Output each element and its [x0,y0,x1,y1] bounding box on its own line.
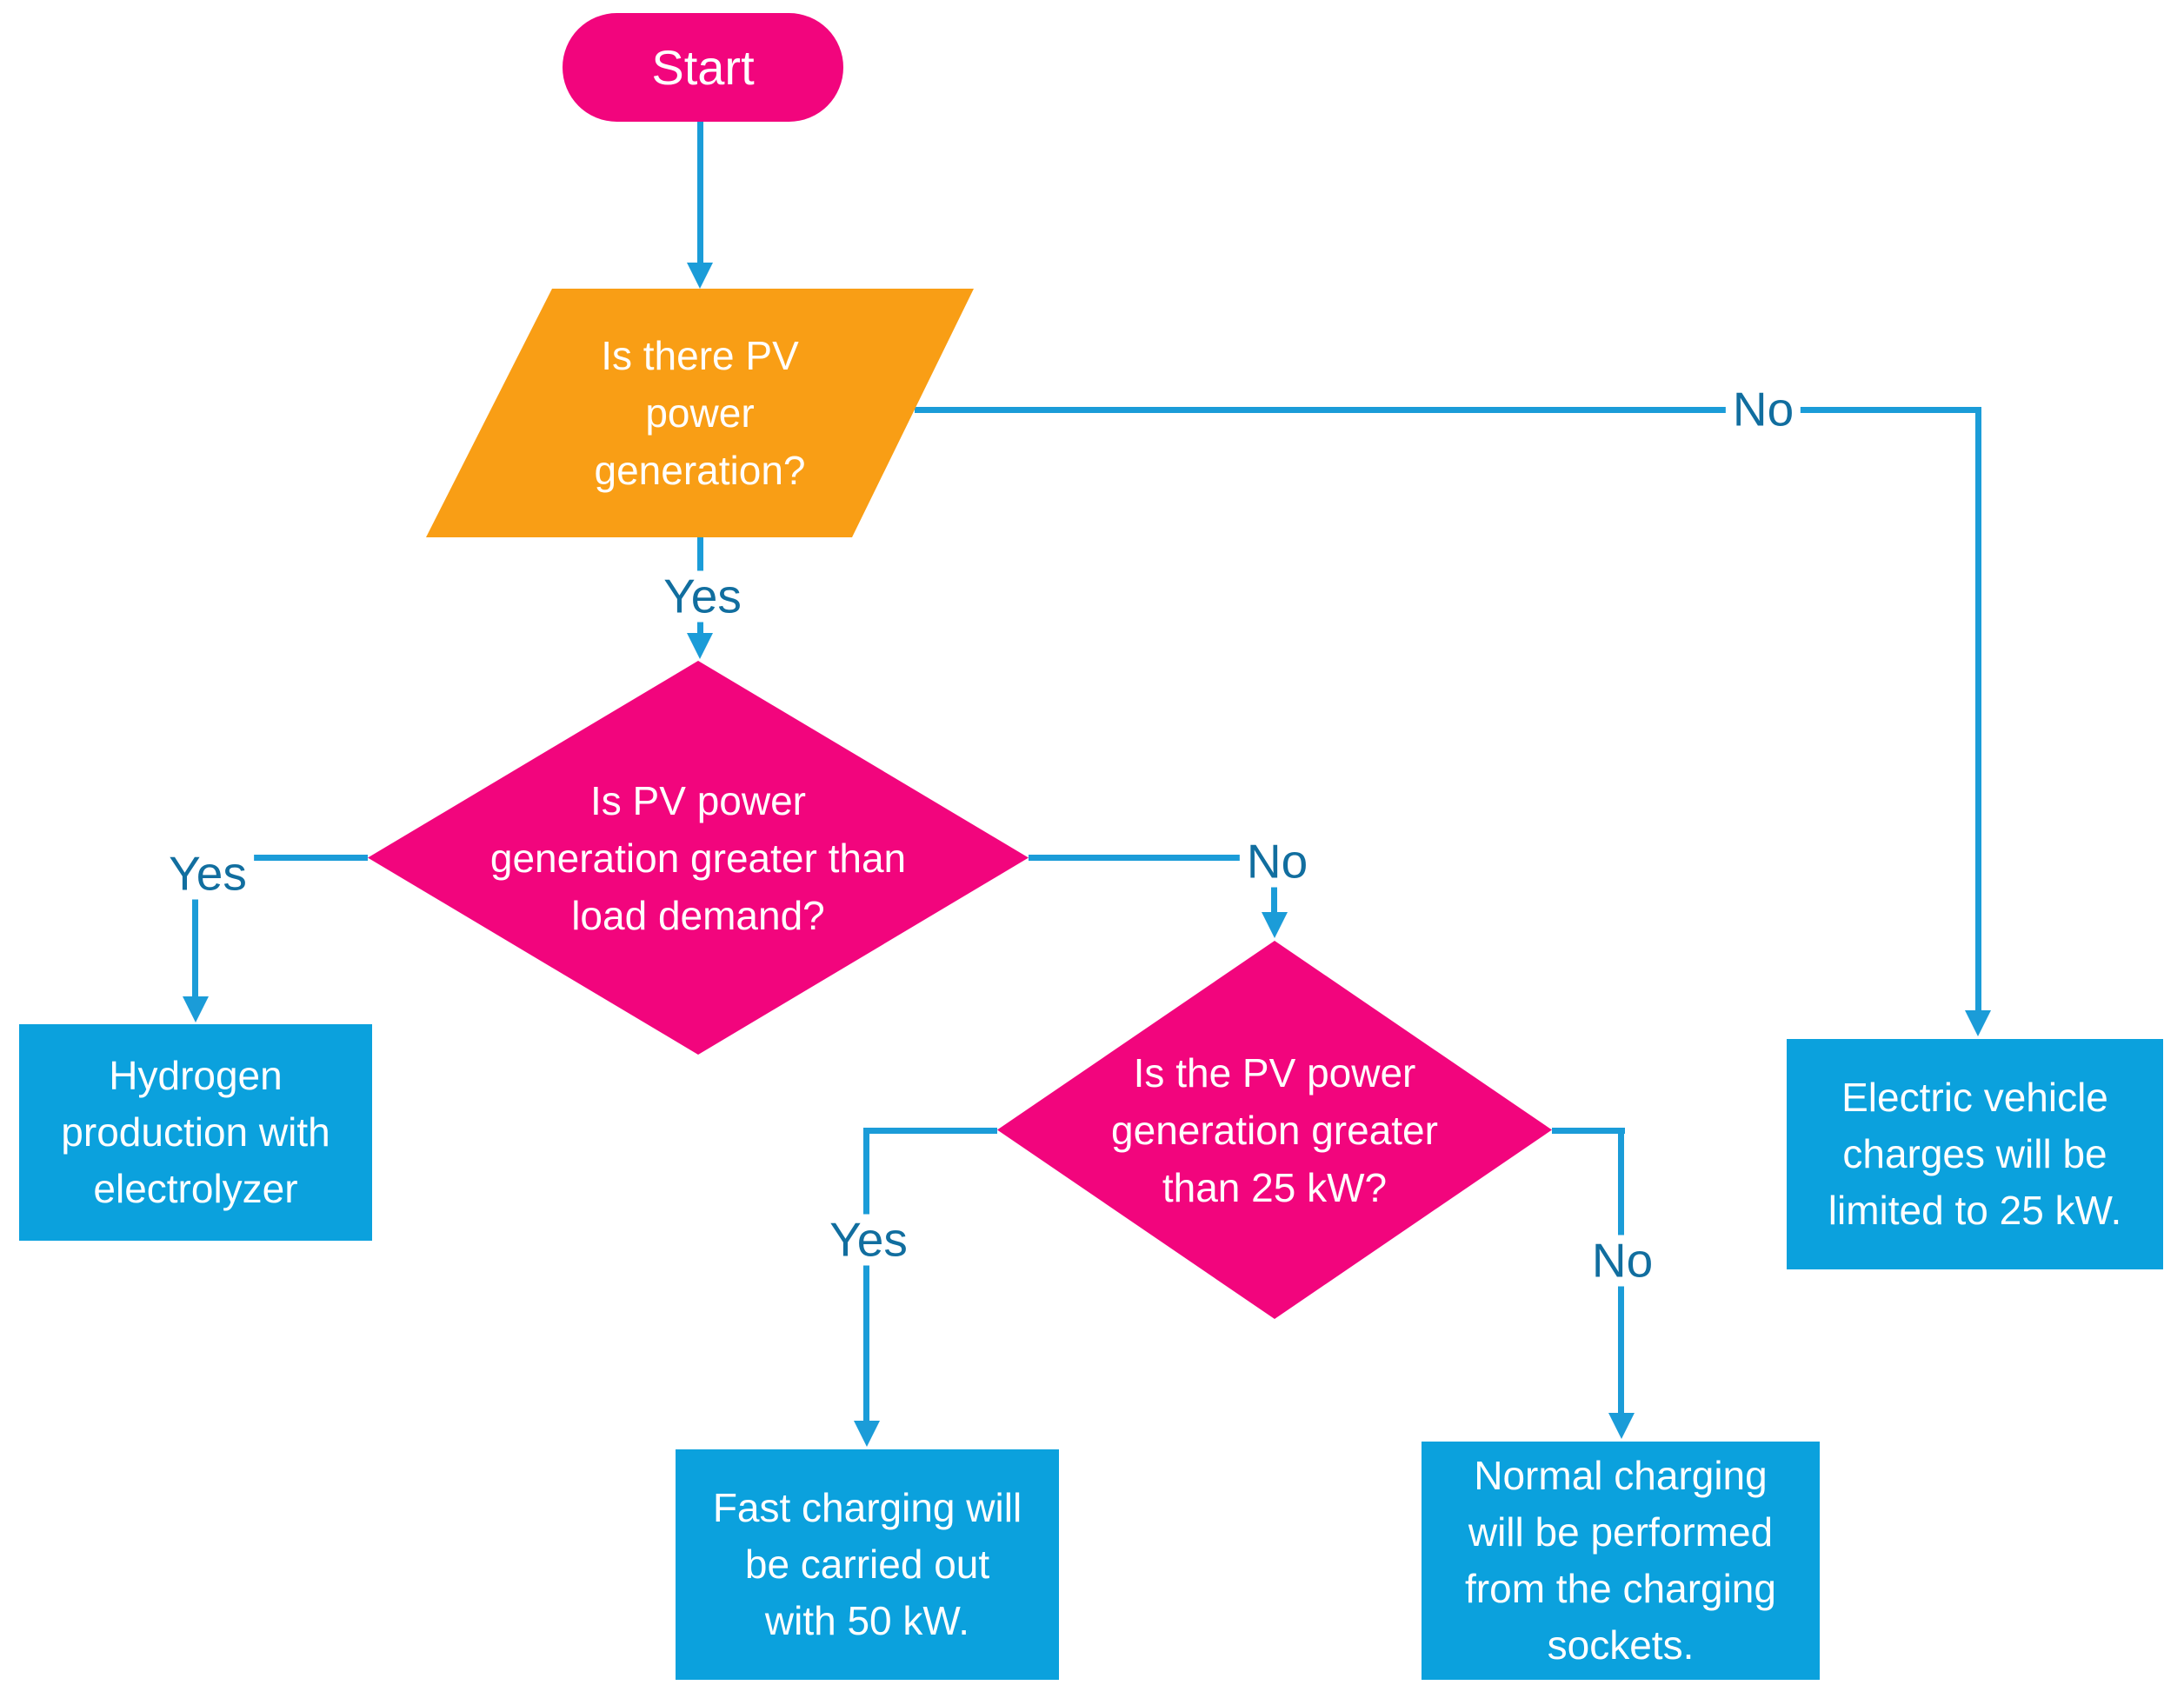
connector-start-to-pv [697,122,703,264]
process-hydrogen-production: Hydrogen production with electrolyzer [19,1024,372,1241]
process-hydrogen-production-text: Hydrogen [109,1053,283,1098]
decision-pv-generation-text: generation? [594,448,806,493]
decision-pv-generation-text: Is there PV [601,333,799,378]
connector-pv-no-vertical [1975,407,1981,1010]
arrow-down-icon [1262,912,1288,938]
arrow-down-icon [854,1421,880,1447]
process-ev-limited-charging-text: Electric vehicle [1841,1075,2108,1120]
decision-load-demand: Is PV power generation greater than load… [368,661,1029,1055]
decision-load-demand-text: load demand? [571,892,825,938]
connector-pv-no-horizontal [915,407,1981,413]
process-fast-charging-text: Fast charging will [712,1485,1022,1530]
connector-load-yes-horizontal [196,855,368,861]
process-hydrogen-production-text: electrolyzer [93,1166,298,1211]
label-kw-no: No [1584,1235,1661,1287]
process-normal-charging-text: sockets. [1547,1622,1695,1668]
decision-load-demand-text: Is PV power [590,777,806,823]
decision-load-demand-text: generation greater than [489,835,907,881]
decision-pv-generation-text: power [645,390,755,436]
decision-25kw-text: than 25 kW? [1162,1164,1388,1210]
process-fast-charging-text: with 50 kW. [764,1598,970,1643]
process-normal-charging: Normal charging will be performed from t… [1422,1442,1820,1680]
decision-25kw-text: Is the PV power [1133,1049,1416,1096]
decision-25kw: Is the PV power generation greater than … [997,941,1552,1319]
arrow-down-icon [183,996,209,1022]
process-normal-charging-text: from the charging [1465,1566,1776,1611]
process-fast-charging-text: be carried out [744,1542,990,1587]
start-node: Start [563,13,843,122]
start-label: Start [651,39,755,95]
label-pv-yes: Yes [656,570,749,623]
label-pv-no: No [1725,383,1801,436]
arrow-down-icon [1965,1010,1991,1036]
process-fast-charging: Fast charging will be carried out with 5… [676,1449,1059,1680]
process-ev-limited-charging-text: limited to 25 kW. [1828,1188,2122,1233]
connector-kw-yes-vertical [863,1128,869,1421]
label-load-yes: Yes [162,848,254,900]
label-load-no: No [1239,836,1315,888]
connector-kw-yes-horizontal [867,1128,997,1134]
decision-pv-generation: Is there PV power generation? [426,289,974,537]
connector-kw-no-horizontal [1552,1128,1625,1134]
connector-load-yes-vertical [192,855,198,996]
process-ev-limited-charging: Electric vehicle charges will be limited… [1787,1039,2163,1269]
process-normal-charging-text: Normal charging [1474,1453,1768,1498]
arrow-down-icon [1608,1413,1635,1439]
arrow-down-icon [687,263,713,289]
connector-load-no-horizontal [1029,855,1276,861]
label-kw-yes: Yes [822,1214,915,1266]
process-normal-charging-text: will be performed [1468,1509,1774,1555]
arrow-down-icon [687,633,713,659]
process-ev-limited-charging-text: charges will be [1842,1131,2107,1176]
decision-25kw-text: generation greater [1111,1107,1438,1153]
process-hydrogen-production-text: production with [61,1109,330,1155]
